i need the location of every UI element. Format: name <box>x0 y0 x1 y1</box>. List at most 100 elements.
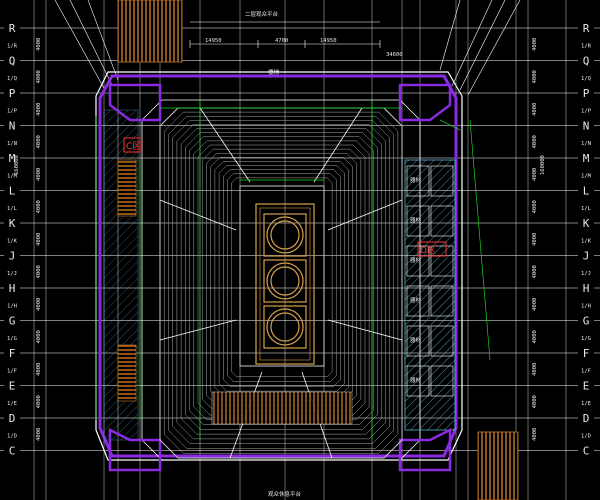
axis-bubble-bg <box>4 345 20 361</box>
axis-half-label: 1/R <box>581 43 592 49</box>
axis-label-g: G <box>583 315 590 328</box>
total-dim-right: 160000 <box>540 155 546 175</box>
bay-dim: 4000 <box>36 395 42 408</box>
axis-label-k: K <box>583 217 590 230</box>
right-room-label: 器材 <box>410 296 422 304</box>
corner-rooms <box>108 83 452 472</box>
axis-bubble-bg <box>4 85 20 101</box>
axis-half-label: 1/K <box>581 238 592 244</box>
right-room <box>430 365 454 397</box>
red-marker-right-box <box>417 241 447 257</box>
bay-dim: 4000 <box>36 265 42 278</box>
left-stair-2 <box>117 344 137 402</box>
right-room-label: 器材 <box>410 336 422 344</box>
axis-label-h: H <box>9 282 16 295</box>
right-room <box>430 325 454 357</box>
axis-bubble-bg <box>578 247 594 264</box>
axis-label-m: M <box>583 152 590 165</box>
axis-label-l: L <box>9 185 16 198</box>
bottom-title: 观众休息平台 <box>268 490 302 498</box>
dim-top-1: 14950 <box>205 38 222 44</box>
axis-label-g: G <box>9 315 16 328</box>
dim-top-3: 14950 <box>320 38 337 44</box>
red-marker-left-box <box>123 137 141 153</box>
seating-tier <box>172 120 390 444</box>
axis-half-label: 1/L <box>581 206 592 212</box>
axis-half-label: 1/G <box>7 336 17 342</box>
bay-dim-right: 4000 <box>532 135 538 148</box>
axis-half-label: 1/R <box>7 43 18 49</box>
right-room <box>406 365 430 397</box>
court-outer <box>239 185 325 367</box>
right-room-label: 器材 <box>410 376 422 384</box>
axis-bubble-bg <box>4 442 20 459</box>
aisle-line <box>159 319 237 341</box>
axis-half-label: 1/H <box>581 303 591 309</box>
axis-bubble-bg <box>4 377 20 394</box>
axis-label-p: P <box>583 87 590 100</box>
axis-half-label: 1/P <box>581 108 592 114</box>
court-boundary <box>255 203 315 365</box>
seating-tier <box>193 140 370 421</box>
aisle-line <box>199 107 251 183</box>
axis-label-r: R <box>583 22 590 35</box>
axis-half-label: 1/Q <box>581 76 591 82</box>
dim-top-total: 34600 <box>386 52 403 58</box>
right-room-block <box>404 159 456 431</box>
axis-label-e: E <box>9 380 16 393</box>
bay-dim: 4000 <box>36 428 42 441</box>
axis-bubble-bg <box>578 215 594 231</box>
axis-bubble-bg <box>578 117 594 134</box>
axis-half-label: 1/J <box>581 271 591 277</box>
top-dim-lines <box>189 21 381 48</box>
right-room <box>406 165 430 197</box>
axis-label-d: D <box>9 412 16 425</box>
axis-label-k: K <box>9 217 16 230</box>
seating-tier <box>231 177 333 378</box>
axis-half-label: 1/M <box>581 173 592 179</box>
axis-bubble-bg <box>4 20 20 36</box>
axis-bubble-bg <box>578 150 594 166</box>
axis-label-p: P <box>9 87 16 100</box>
seating-tier <box>197 144 366 416</box>
axis-half-label: 1/D <box>7 433 17 439</box>
right-room-label: 器材 <box>410 216 422 224</box>
seating-tier <box>189 136 374 425</box>
right-room <box>406 325 430 357</box>
seating-tier <box>201 148 362 411</box>
seating-tiers <box>159 107 403 459</box>
construction-lines <box>54 0 521 96</box>
red-marker-left: C区 <box>126 141 141 152</box>
axis-label-q: Q <box>9 55 16 68</box>
axis-label-j: J <box>9 250 16 263</box>
bay-dim: 4000 <box>36 200 42 213</box>
axis-label-e: E <box>583 380 590 393</box>
right-room <box>430 165 454 197</box>
seating-tier <box>180 128 382 435</box>
axis-bubble-bg <box>578 85 594 101</box>
bay-dim: 4000 <box>36 298 42 311</box>
bay-dim: 4000 <box>36 135 42 148</box>
axis-half-label: 1/G <box>581 336 591 342</box>
axis-label-f: F <box>9 347 16 360</box>
court-inner <box>259 207 311 361</box>
right-room <box>430 285 454 317</box>
axis-half-label: 1/H <box>7 303 17 309</box>
bay-dim: 4000 <box>36 103 42 116</box>
axis-bubble-bg <box>578 442 594 459</box>
axis-half-label: 1/M <box>7 173 18 179</box>
seating-bowl-outer <box>159 107 403 459</box>
axis-bubble-bg <box>578 280 594 296</box>
axis-half-label: 1/E <box>7 401 17 407</box>
axis-half-label: 1/L <box>7 206 18 212</box>
axis-label-h: H <box>583 282 590 295</box>
bay-dim-right: 4000 <box>532 330 538 343</box>
seating-tier <box>223 169 341 387</box>
bottom-bleacher <box>211 391 353 425</box>
seating-tier <box>163 111 399 454</box>
right-room <box>406 205 430 237</box>
axis-bubble-bg <box>4 182 20 199</box>
